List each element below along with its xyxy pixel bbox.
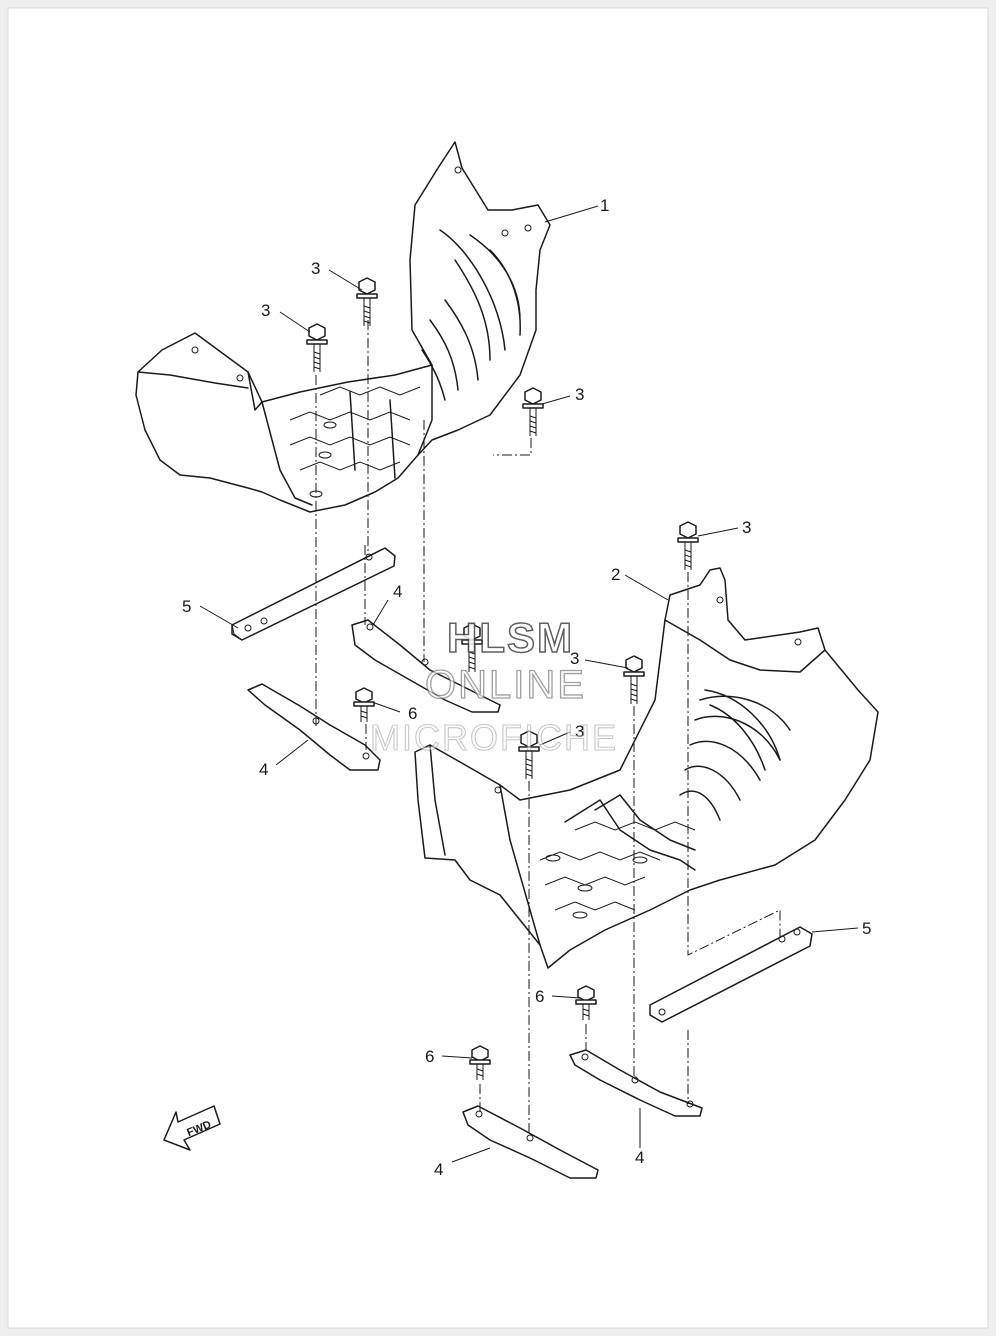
callout-6-c: 6 <box>425 1047 434 1066</box>
bracket-4-d <box>569 1049 703 1117</box>
callout-3-f: 3 <box>575 722 584 741</box>
bracket-4-b <box>247 683 381 771</box>
callout-3-e: 3 <box>570 649 579 668</box>
skid-guard-1 <box>135 141 551 513</box>
plate-5-lower <box>649 926 813 1023</box>
callout-4-d: 4 <box>635 1148 644 1167</box>
callout-5-b: 5 <box>862 919 871 938</box>
leader-lines <box>199 205 859 1163</box>
callout-3-d: 3 <box>742 518 751 537</box>
watermark-line3: MICROFICHE <box>370 717 618 758</box>
callout-3-c: 3 <box>575 385 584 404</box>
watermark-line1: HLSM <box>447 614 574 661</box>
callout-4-c: 4 <box>434 1160 443 1179</box>
callout-2: 2 <box>611 565 620 584</box>
watermark: HLSM ONLINE MICROFICHE <box>369 613 618 758</box>
assembly-lines <box>315 320 781 1135</box>
callout-1: 1 <box>600 196 609 215</box>
plate-5-upper <box>231 547 396 641</box>
callout-3-a: 3 <box>311 259 320 278</box>
bracket-4-a <box>351 619 501 713</box>
callout-6-b: 6 <box>535 987 544 1006</box>
watermark-line2: ONLINE <box>425 663 586 707</box>
skid-guard-2 <box>414 567 879 969</box>
callout-3-b: 3 <box>261 301 270 320</box>
callout-5-a: 5 <box>182 597 191 616</box>
callout-6-a: 6 <box>408 704 417 723</box>
callout-4-b: 4 <box>259 760 268 779</box>
bracket-4-c <box>462 1105 599 1179</box>
callout-4-a: 4 <box>393 582 402 601</box>
